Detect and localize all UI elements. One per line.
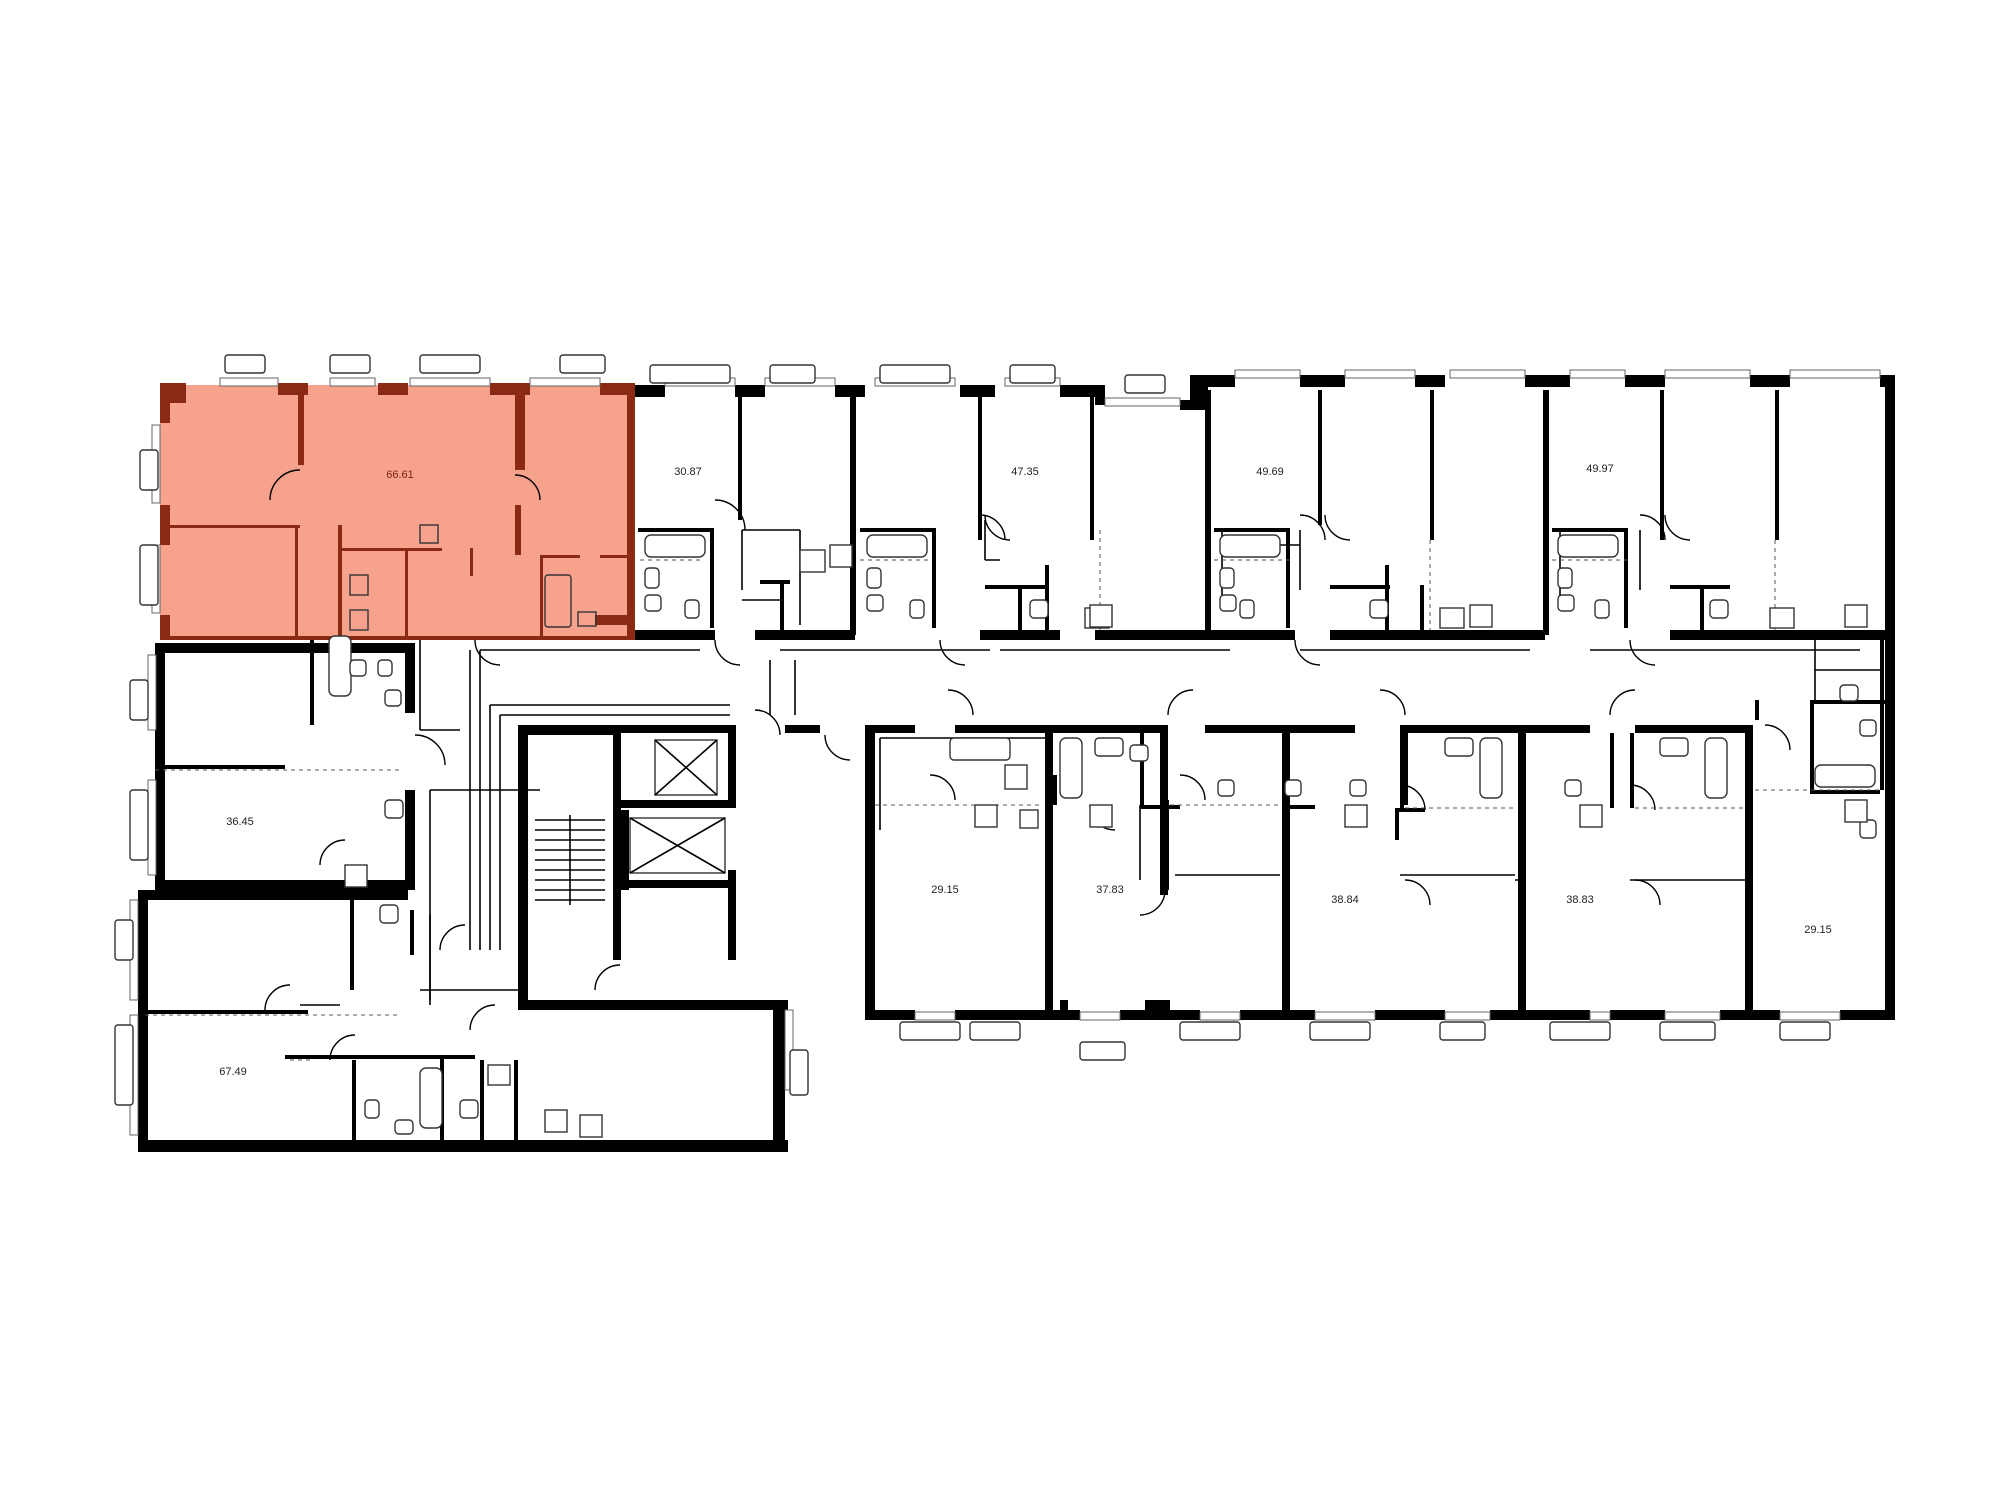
area-label-37-83: 37.83 — [1096, 884, 1124, 896]
area-label-66-61: 66.61 — [386, 469, 414, 481]
highlighted-apartment-walls — [160, 383, 635, 640]
area-label-49-97: 49.97 — [1586, 463, 1614, 475]
area-label-67-49: 67.49 — [219, 1066, 247, 1078]
area-label-29-15-west: 29.15 — [931, 884, 959, 896]
window-sills — [114, 354, 1831, 1106]
area-label-36-45: 36.45 — [226, 816, 254, 828]
corridor — [469, 649, 1860, 950]
highlighted-apartment-fill — [160, 385, 635, 640]
fixtures — [328, 534, 1877, 1135]
area-labels: 66.61 30.87 47.35 49.69 49.97 36.45 67.4… — [219, 463, 1832, 1078]
area-label-30-87: 30.87 — [674, 466, 702, 478]
area-label-38-83: 38.83 — [1566, 894, 1594, 906]
stoves — [344, 544, 1868, 1138]
stair — [535, 815, 605, 905]
area-label-29-15-east: 29.15 — [1804, 924, 1832, 936]
area-label-49-69: 49.69 — [1256, 466, 1284, 478]
area-label-38-84: 38.84 — [1331, 894, 1359, 906]
highlighted-apartment[interactable] — [160, 383, 635, 640]
walls — [138, 375, 1895, 1152]
windows — [129, 369, 1881, 1136]
highlighted-apartment-fixtures — [349, 524, 597, 631]
area-label-47-35: 47.35 — [1011, 466, 1039, 478]
elevators — [629, 739, 726, 874]
